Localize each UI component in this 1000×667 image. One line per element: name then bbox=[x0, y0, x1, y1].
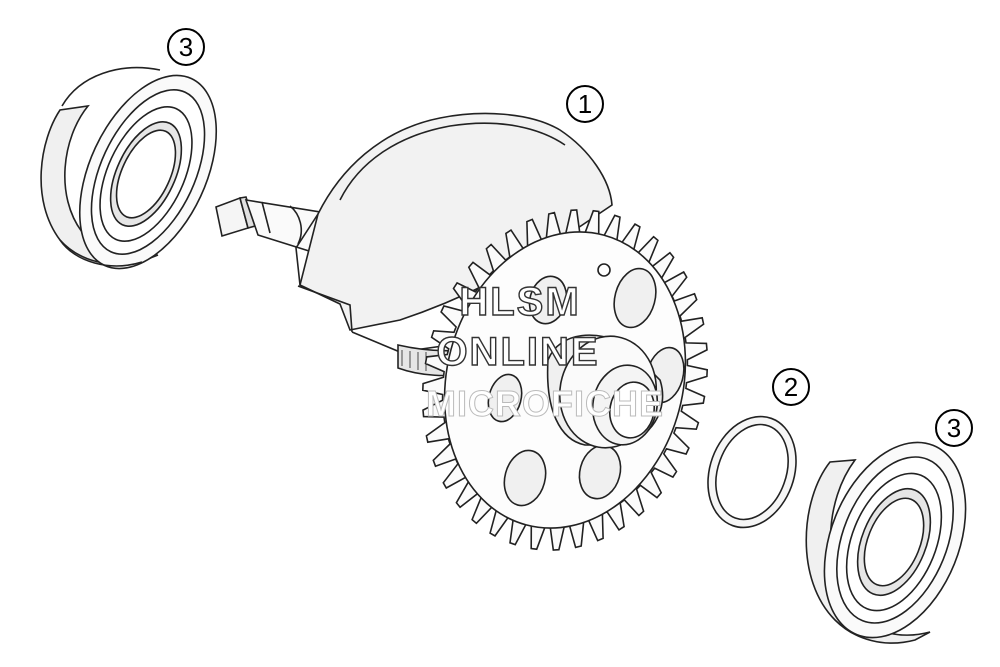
callout-1: 1 bbox=[566, 85, 604, 123]
gear bbox=[421, 209, 709, 551]
callout-2: 2 bbox=[772, 368, 810, 406]
callout-2-label: 2 bbox=[784, 372, 798, 402]
callout-3-right-label: 3 bbox=[947, 413, 961, 443]
right-bearing bbox=[805, 441, 967, 644]
callout-3-right: 3 bbox=[935, 409, 973, 447]
callout-3-left-label: 3 bbox=[179, 32, 193, 62]
callout-3-left: 3 bbox=[167, 28, 205, 66]
callout-1-label: 1 bbox=[578, 89, 592, 119]
left-bearing bbox=[40, 66, 218, 270]
shim-washer bbox=[707, 415, 797, 529]
